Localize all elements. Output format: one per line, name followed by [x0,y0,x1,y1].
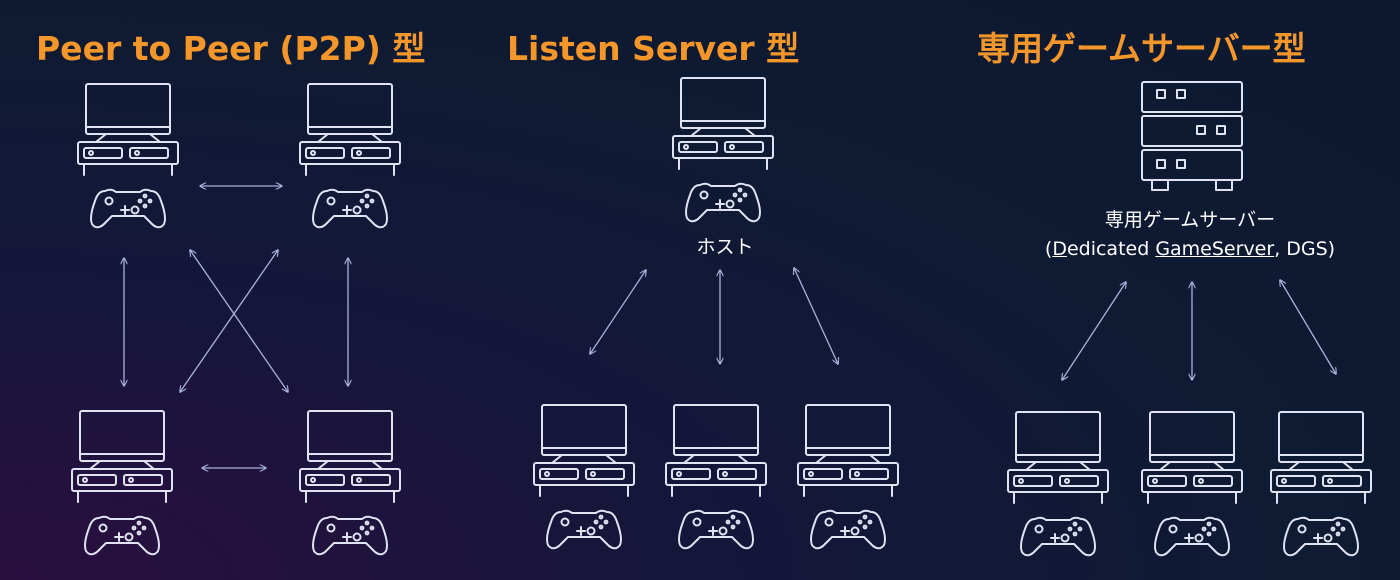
listen-arrow-right [794,268,838,364]
p2p-arrows [124,186,348,468]
listen-arrows [590,268,838,364]
dgs-title: 専用ゲームサーバー型 [977,29,1306,68]
p2p-arrow-diagonal-2 [180,250,278,392]
p2p-title: Peer to Peer (P2P) 型 [36,29,426,68]
dgs-open-paren: ( [1044,238,1053,260]
dgs-d: D [1052,238,1067,260]
listen-host-console [672,77,774,223]
dgs-server-icon [1141,81,1243,191]
dgs-arrows [1062,280,1336,380]
p2p-console-bottom-left [71,410,173,556]
listen-client-console-2 [665,404,767,550]
listen-client-console-3 [797,404,899,550]
dgs-arrow-right [1280,280,1336,374]
dgs-edicated: edicated [1066,238,1156,260]
dgs-gameserver: GameServer [1155,238,1275,260]
listen-client-console-1 [533,404,635,550]
p2p-arrow-diagonal-1 [190,250,288,392]
dgs-client-console-3 [1270,411,1372,557]
p2p-console-top-left [77,83,179,229]
host-label: ホスト [696,236,754,258]
dgs-label-line1: 専用ゲームサーバー [1104,209,1276,231]
listen-arrow-left [590,270,646,354]
dgs-client-console-2 [1141,411,1243,557]
listen-server-title: Listen Server 型 [507,29,800,68]
dgs-tail: , DGS) [1274,238,1336,260]
p2p-console-bottom-right [299,410,401,556]
dgs-label: 専用ゲームサーバー (Dedicated GameServer, DGS) [1010,206,1370,264]
p2p-console-top-right [299,83,401,229]
dgs-client-console-1 [1007,411,1109,557]
dgs-arrow-left [1062,282,1126,380]
dgs-label-line2: (Dedicated GameServer, DGS) [1010,235,1370,264]
